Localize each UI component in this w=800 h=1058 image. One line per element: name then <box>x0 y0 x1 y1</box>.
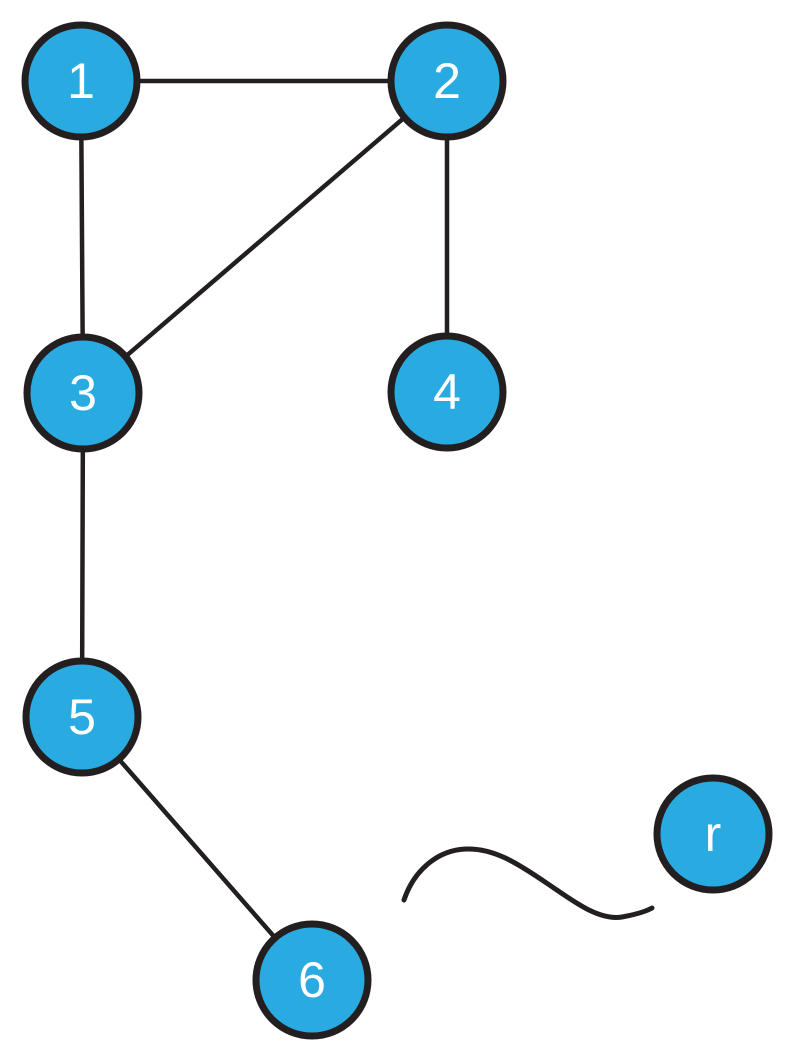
node-3-label: 3 <box>69 365 97 421</box>
node-6-label: 6 <box>298 952 326 1008</box>
node-6-circle <box>252 920 372 1040</box>
node-4-circle <box>387 332 507 452</box>
node-1-label: 1 <box>67 53 95 109</box>
squiggle-connector <box>401 846 655 920</box>
node-r-label: r <box>705 806 722 862</box>
node-3: 3 <box>23 333 143 453</box>
node-2-label: 2 <box>433 53 461 109</box>
edge-2-3 <box>80 78 450 396</box>
node-2-circle <box>387 21 507 141</box>
node-4-label: 4 <box>433 364 461 420</box>
node-1-circle <box>21 21 141 141</box>
node-2: 2 <box>387 21 507 141</box>
node-r: r <box>653 774 773 894</box>
node-1: 1 <box>21 21 141 141</box>
node-6: 6 <box>252 920 372 1040</box>
node-5: 5 <box>22 657 142 777</box>
node-5-label: 5 <box>68 689 96 745</box>
node-4: 4 <box>387 332 507 452</box>
node-3-circle <box>23 333 143 453</box>
node-r-circle <box>653 774 773 894</box>
node-5-circle <box>22 657 142 777</box>
